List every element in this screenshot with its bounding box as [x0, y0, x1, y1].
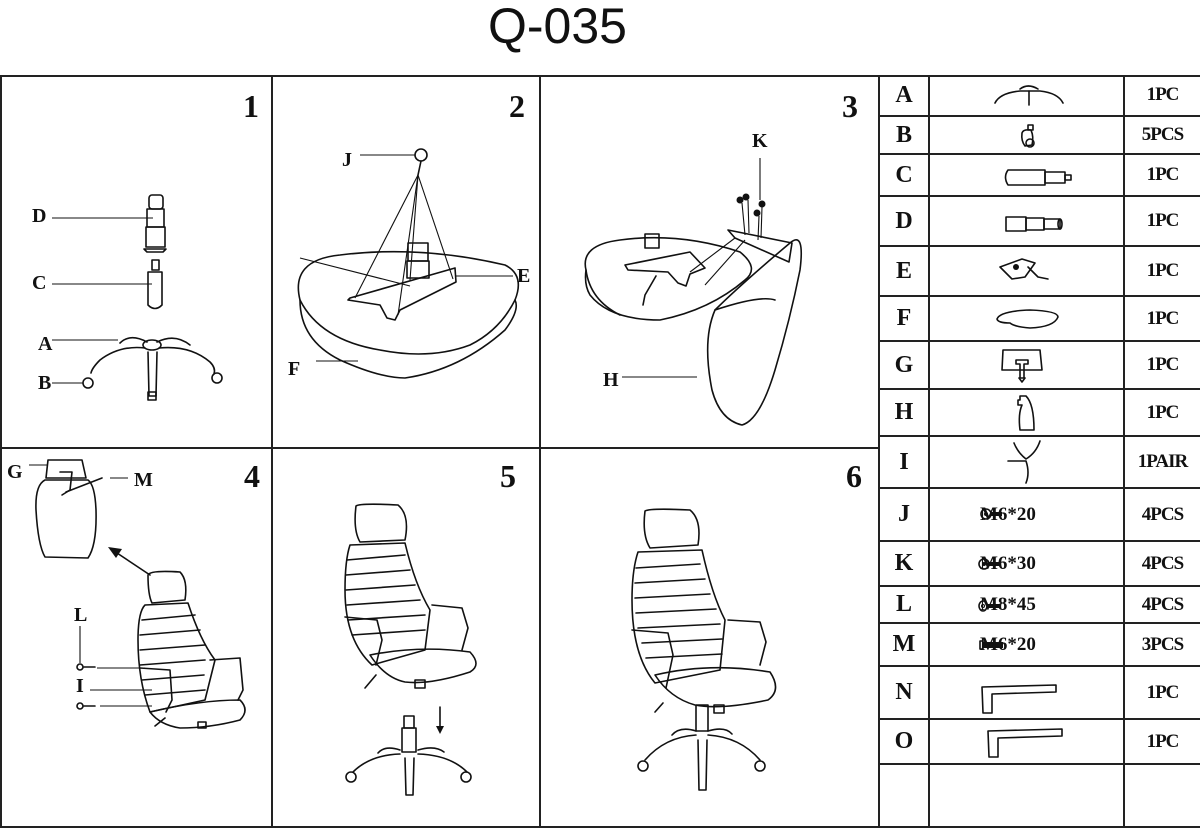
- headrest-icon: [928, 342, 1125, 388]
- hex-bolt-icon: [928, 489, 1125, 540]
- part-letter: C: [895, 161, 913, 188]
- part-letter: E: [895, 257, 912, 284]
- part-spec: M8*45: [980, 593, 1036, 615]
- allen-key-icon: [928, 720, 1125, 763]
- callout-label: K: [752, 130, 768, 152]
- part-quantity: 4PCS: [1141, 503, 1184, 525]
- step-number: 4: [244, 458, 260, 494]
- parts-list-table: A 1PC B 5PCS C 1PC D 1PC E 1PC: [880, 75, 1200, 826]
- telescopic-cover-icon: [928, 197, 1125, 245]
- empty-cell: [928, 765, 1125, 826]
- callout-label: I: [76, 675, 84, 697]
- parts-row: J M6*20 4PCS: [880, 487, 1200, 540]
- step-number: 3: [842, 88, 858, 124]
- part-quantity: 4PCS: [1141, 593, 1184, 615]
- part-quantity: 1PC: [1146, 210, 1180, 231]
- part-quantity: 1PC: [1146, 84, 1180, 105]
- part-letter: K: [894, 550, 914, 576]
- part-quantity: 1PC: [1146, 307, 1180, 329]
- part-spec: M6*30: [980, 552, 1036, 574]
- part-letter: N: [895, 679, 913, 705]
- callout-label: M: [134, 469, 153, 491]
- part-letter: H: [894, 399, 914, 425]
- part-letter: I: [899, 448, 909, 475]
- part-letter: B: [895, 121, 912, 148]
- part-letter: J: [898, 501, 910, 527]
- parts-row: A 1PC: [880, 75, 1200, 115]
- part-letter: O: [894, 728, 914, 754]
- part-spec: M6*20: [980, 503, 1036, 525]
- base-assembly-illustration: [52, 194, 223, 401]
- hex-bolt-icon: [928, 542, 1125, 585]
- parts-row: E 1PC: [880, 245, 1200, 295]
- callout-label: A: [38, 333, 53, 355]
- headrest-armrest-illustration: [29, 459, 246, 729]
- round-bolt-icon: [928, 587, 1125, 622]
- parts-row: H 1PC: [880, 388, 1200, 435]
- part-quantity: [1125, 765, 1200, 826]
- step-number: 6: [846, 458, 862, 494]
- flat-bolt-icon: [928, 624, 1125, 665]
- part-letter: M: [892, 631, 916, 657]
- callout-label: J: [342, 149, 352, 171]
- part-letter: A: [895, 81, 913, 108]
- parts-row: L M8*45 4PCS: [880, 585, 1200, 622]
- backrest-attach-illustration: [584, 158, 803, 426]
- part-letter: G: [894, 351, 914, 378]
- callout-label: C: [32, 272, 47, 294]
- divider: [271, 75, 273, 826]
- part-quantity: 1PC: [1146, 730, 1180, 752]
- parts-row: K M6*30 4PCS: [880, 540, 1200, 585]
- parts-row: F 1PC: [880, 295, 1200, 340]
- star-base-icon: [928, 75, 1125, 115]
- part-letter: D: [895, 207, 913, 234]
- callout-label: G: [7, 461, 23, 483]
- part-quantity: 1PC: [1146, 401, 1180, 423]
- part-quantity: 5PCS: [1141, 124, 1184, 145]
- divider: [0, 447, 880, 449]
- divider: [539, 75, 541, 826]
- page-title: Q-035: [488, 0, 627, 54]
- callout-label: L: [74, 604, 88, 626]
- parts-row: C 1PC: [880, 153, 1200, 195]
- part-quantity: 1PC: [1146, 681, 1180, 703]
- divider: [878, 75, 880, 826]
- parts-row: O 1PC: [880, 718, 1200, 763]
- part-quantity: 1PC: [1146, 260, 1180, 281]
- seat-mechanism-illustration: [297, 148, 520, 379]
- part-quantity: 3PCS: [1141, 633, 1184, 655]
- gas-lift-icon: [928, 155, 1125, 195]
- parts-row: G 1PC: [880, 340, 1200, 388]
- seat-cushion-icon: [928, 297, 1125, 340]
- step-number: 5: [500, 458, 516, 494]
- allen-key-icon: [928, 667, 1125, 718]
- part-quantity: 1PC: [1146, 164, 1180, 185]
- step-number: 2: [509, 88, 525, 124]
- part-letter: L: [895, 591, 912, 617]
- part-spec: M6*20: [980, 633, 1036, 655]
- step-number: 1: [243, 88, 259, 124]
- part-quantity: 4PCS: [1141, 552, 1184, 574]
- callout-label: E: [517, 265, 531, 287]
- armrest-pair-icon: [928, 437, 1125, 487]
- part-letter: F: [896, 305, 912, 331]
- tilt-mechanism-icon: [928, 247, 1125, 295]
- parts-row: D 1PC: [880, 195, 1200, 245]
- part-quantity: 1PC: [1146, 354, 1180, 375]
- backrest-icon: [928, 390, 1125, 435]
- part-letter: [880, 765, 928, 826]
- parts-row: M M6*20 3PCS: [880, 622, 1200, 665]
- parts-row: I 1PAIR: [880, 435, 1200, 487]
- callout-label: D: [32, 205, 47, 227]
- part-quantity: 1PAIR: [1137, 451, 1189, 472]
- parts-row: N 1PC: [880, 665, 1200, 718]
- callout-label: F: [288, 358, 301, 380]
- parts-row: B 5PCS: [880, 115, 1200, 153]
- callout-label: H: [603, 369, 619, 391]
- callout-label: B: [38, 372, 52, 394]
- caster-wheel-icon: [928, 117, 1125, 153]
- parts-row-empty: [880, 763, 1200, 826]
